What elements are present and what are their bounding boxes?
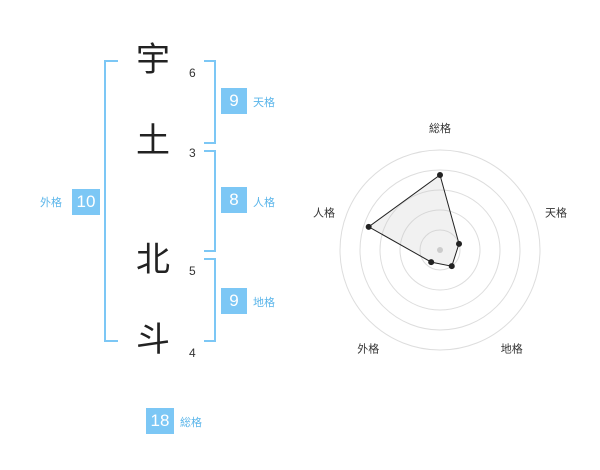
stroke-count-1: 6 xyxy=(189,66,196,80)
radar-axis-label: 地格 xyxy=(501,342,523,356)
name-char-1: 宇 xyxy=(136,40,170,80)
name-char-4: 斗 xyxy=(136,320,170,360)
tenkaku-bracket xyxy=(204,60,216,144)
gaikaku-bracket xyxy=(104,60,118,342)
soukaku-label: 総格 xyxy=(180,416,202,429)
radar-ring xyxy=(419,229,461,271)
chikaku-bracket xyxy=(204,258,216,342)
radar-polygon xyxy=(367,174,460,267)
gaikaku-value: 10 xyxy=(72,189,100,215)
name-char-2: 土 xyxy=(136,121,170,161)
radar-axis-label: 総格 xyxy=(429,121,451,135)
radar-point xyxy=(428,259,435,266)
stroke-count-3: 5 xyxy=(189,264,196,278)
radar-point xyxy=(365,223,372,230)
radar-point xyxy=(448,263,455,270)
radar-center-dot xyxy=(437,247,443,253)
jinkaku-bracket xyxy=(204,150,216,252)
chikaku-label: 地格 xyxy=(253,296,275,309)
chikaku-value: 9 xyxy=(221,288,247,314)
radar-axis-label: 外格 xyxy=(357,342,379,356)
tenkaku-label: 天格 xyxy=(253,96,275,109)
radar-ring xyxy=(379,189,501,311)
radar-axis-label: 人格 xyxy=(313,205,335,219)
radar-axis-label: 天格 xyxy=(545,205,567,219)
jinkaku-label: 人格 xyxy=(253,196,275,209)
radar-point xyxy=(437,172,443,178)
radar-ring xyxy=(339,149,541,351)
radar-ring xyxy=(359,169,521,331)
radar-ring xyxy=(399,209,481,291)
jinkaku-value: 8 xyxy=(221,187,247,213)
soukaku-value: 18 xyxy=(146,408,174,434)
tenkaku-value: 9 xyxy=(221,88,247,114)
stroke-count-4: 4 xyxy=(189,346,196,360)
name-char-3: 北 xyxy=(136,240,170,280)
gaikaku-label: 外格 xyxy=(40,196,62,209)
stroke-count-2: 3 xyxy=(189,146,196,160)
radar-point xyxy=(456,240,463,247)
